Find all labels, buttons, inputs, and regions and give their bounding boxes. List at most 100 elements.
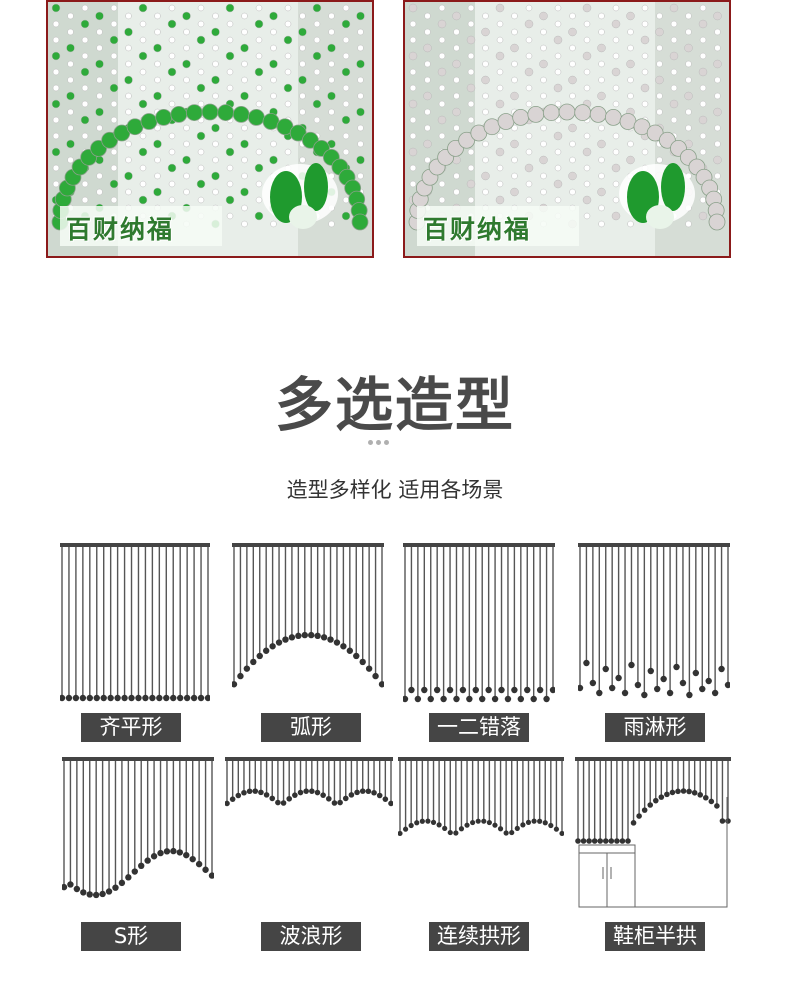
crystal-bead xyxy=(183,124,190,132)
crystal-bead xyxy=(167,67,177,77)
end-bead xyxy=(531,818,537,824)
crystal-bead xyxy=(437,19,447,29)
crystal-bead xyxy=(424,60,431,68)
style-label-step: 一二错落 xyxy=(429,713,529,742)
crystal-bead xyxy=(283,83,293,93)
crystal-bead xyxy=(495,147,505,157)
crystal-bead xyxy=(495,3,505,13)
crystal-bead xyxy=(568,75,577,85)
crystal-bead xyxy=(641,20,649,28)
crystal-bead xyxy=(582,195,592,205)
crystal-bead xyxy=(254,19,264,29)
crystal-bead xyxy=(525,84,533,92)
crystal-bead xyxy=(109,179,119,189)
crystal-bead xyxy=(511,124,518,132)
crystal-bead xyxy=(698,67,708,77)
crystal-bead xyxy=(598,156,605,164)
crystal-bead xyxy=(597,187,606,197)
crystal-bead xyxy=(553,179,563,189)
end-bead xyxy=(157,849,164,857)
crystal-bead xyxy=(67,108,74,116)
crystal-bead xyxy=(138,51,148,61)
arch-bead xyxy=(574,104,592,122)
crystal-bead xyxy=(67,60,74,68)
end-bead xyxy=(371,789,377,796)
crystal-bead xyxy=(52,36,60,44)
crystal-bead xyxy=(211,123,220,133)
crystal-bead xyxy=(81,36,89,44)
crystal-bead xyxy=(241,156,248,164)
end-bead xyxy=(602,838,609,844)
end-bead xyxy=(641,807,648,813)
end-bead xyxy=(125,874,132,881)
crystal-bead xyxy=(569,140,576,148)
crystal-bead xyxy=(312,3,322,13)
crystal-bead xyxy=(183,172,190,180)
crystal-bead xyxy=(714,28,721,36)
cabbage-leaf xyxy=(304,163,328,211)
crystal-bead xyxy=(510,187,519,197)
crystal-bead xyxy=(95,59,104,69)
end-bead xyxy=(402,826,409,832)
crystal-bead xyxy=(197,4,205,12)
end-bead xyxy=(608,684,616,692)
crystal-bead xyxy=(539,11,548,21)
end-bead xyxy=(275,639,283,646)
end-bead xyxy=(131,868,138,875)
crystal-bead xyxy=(255,180,263,188)
crystal-bead xyxy=(51,51,61,61)
style-diagram-arc xyxy=(232,543,384,695)
end-bead xyxy=(466,695,473,703)
end-bead xyxy=(543,695,550,703)
crystal-bead xyxy=(424,108,431,116)
end-bead xyxy=(491,695,499,703)
end-bead xyxy=(436,822,442,828)
end-bead xyxy=(525,819,532,825)
crystal-bead xyxy=(554,4,562,12)
crystal-bead xyxy=(524,67,534,77)
crystal-bead xyxy=(342,52,350,60)
end-bead xyxy=(453,695,460,703)
crystal-bead xyxy=(197,148,205,156)
crystal-bead xyxy=(511,156,518,164)
crystal-bead xyxy=(154,76,161,84)
end-bead xyxy=(517,695,525,703)
crystal-bead xyxy=(540,44,547,52)
banner-box xyxy=(60,206,222,246)
end-bead xyxy=(628,661,635,669)
end-bead xyxy=(190,694,198,702)
crystal-bead xyxy=(341,19,351,29)
crystal-bead xyxy=(81,196,89,204)
end-bead xyxy=(458,826,465,832)
crystal-bead xyxy=(226,20,234,28)
crystal-bead xyxy=(95,107,104,117)
crystal-bead xyxy=(255,4,263,12)
crystal-bead xyxy=(583,36,591,44)
crystal-bead xyxy=(81,100,89,108)
crystal-bead xyxy=(124,75,133,85)
section-title: 多选造型 xyxy=(274,371,515,439)
arch-bead xyxy=(542,104,560,122)
end-bead xyxy=(138,862,145,870)
crystal-bead xyxy=(153,91,162,101)
crystal-bead xyxy=(510,91,519,101)
crystal-bead xyxy=(52,68,60,76)
crystal-bead xyxy=(685,12,692,20)
crystal-bead xyxy=(496,84,504,92)
crystal-bead xyxy=(408,3,418,13)
crystal-bead xyxy=(67,12,74,20)
crystal-bead xyxy=(226,84,234,92)
end-bead xyxy=(652,797,659,804)
crystal-bead xyxy=(342,100,350,108)
end-bead xyxy=(309,788,315,794)
crystal-bead xyxy=(467,116,475,124)
end-bead xyxy=(669,789,676,796)
crystal-bead xyxy=(357,172,364,180)
crystal-bead xyxy=(598,60,605,68)
crystal-bead xyxy=(511,172,518,180)
crystal-bead xyxy=(408,99,418,109)
crystal-bead xyxy=(240,43,249,53)
crystal-bead xyxy=(298,27,307,37)
crystal-bead xyxy=(255,52,263,60)
crystal-bead xyxy=(453,28,460,36)
